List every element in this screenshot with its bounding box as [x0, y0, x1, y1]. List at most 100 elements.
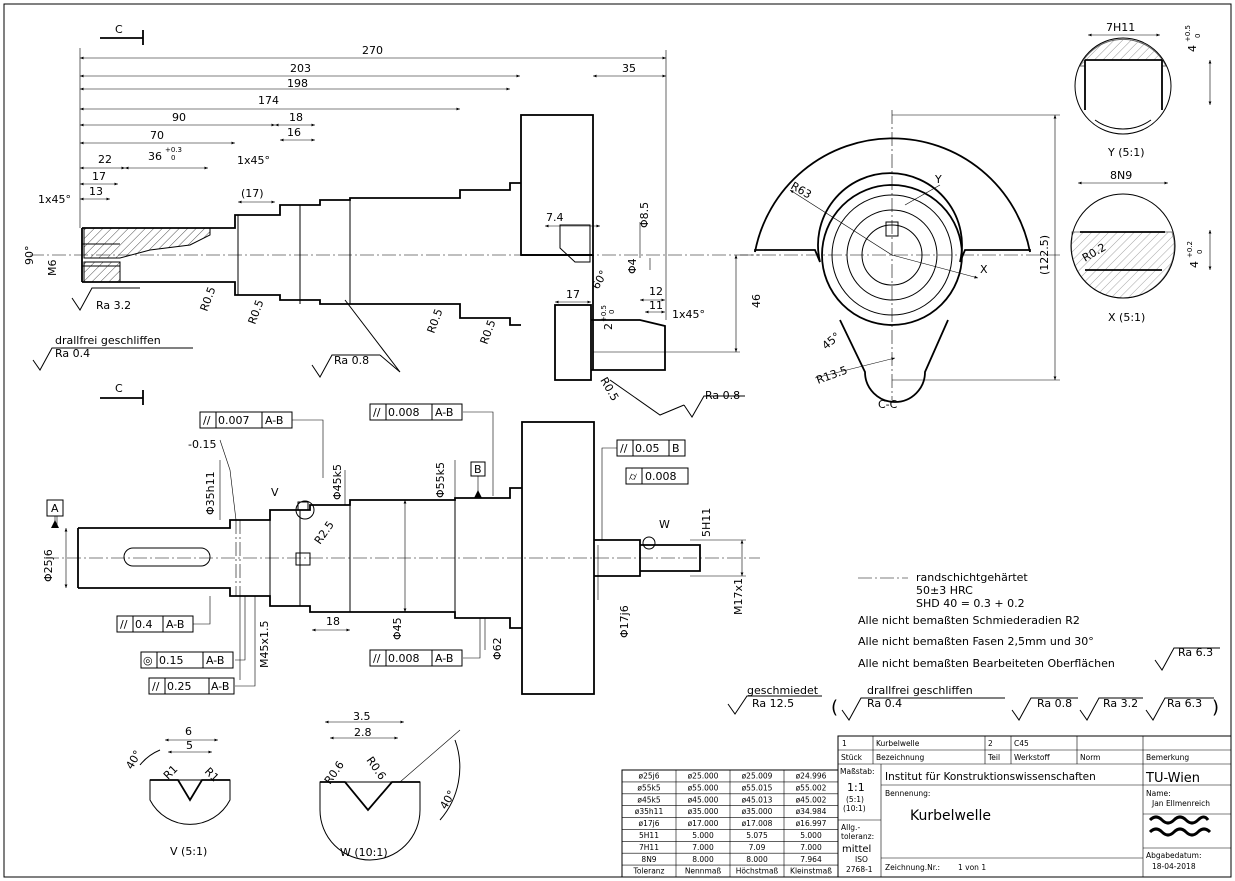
radius-r63: R63 — [789, 179, 814, 201]
dim-thread-m17x1: M17x1 — [732, 578, 745, 615]
tb-bezeichnung-value: Kurbelwelle — [876, 739, 920, 748]
tb-abgabedatum-value: 18-04-2018 — [1152, 862, 1196, 871]
tb-bezeichnung-label: Bezeichnung — [876, 753, 925, 762]
tb-bemerkung-label: Bemerkung — [1146, 753, 1189, 762]
fcf-datum-ab-1: A-B — [265, 414, 283, 427]
tol-table-cell: ø45.013 — [742, 795, 773, 804]
dim-x-tol-upper: +0.2 — [1186, 241, 1194, 258]
tol-table-cell: ø17.000 — [688, 819, 719, 828]
dim-46: 46 — [750, 294, 763, 308]
note-randschichtgehaertet: randschichtgehärtet — [916, 571, 1028, 584]
tol-table-cell: ø17j6 — [639, 819, 660, 828]
detail-title-w: W (10:1) — [340, 846, 388, 859]
dim-22: 22 — [98, 153, 112, 166]
parallel-symbol-2: // — [373, 406, 381, 419]
dim-174: 174 — [258, 94, 279, 107]
note-fasen: Alle nicht bemaßten Fasen 2,5mm und 30° — [858, 635, 1094, 648]
dim-90: 90 — [172, 111, 186, 124]
bottom-shaft-view — [45, 421, 760, 695]
radius-r05-b: R0.5 — [246, 298, 267, 326]
dim-8n9: 8N9 — [1110, 169, 1132, 182]
roughness-symbols-bottom — [727, 647, 1220, 721]
tol-table-cell: 7.000 — [692, 843, 714, 852]
detail-label-v: V — [271, 486, 279, 499]
dim-phi-4: Φ4 — [626, 258, 639, 274]
detail-label-x: X — [980, 263, 988, 276]
parallel-symbol-4: // — [120, 618, 128, 631]
tb-abgabedatum-label: Abgabedatum: — [1146, 851, 1202, 860]
note-schmiederadien: Alle nicht bemaßten Schmiederadien R2 — [858, 614, 1080, 627]
tol-table-cell: ø55.000 — [688, 783, 719, 792]
dim-36-tol-upper: +0.3 — [165, 146, 182, 154]
section-c-c-view — [740, 110, 1060, 403]
tol-table-cell: 7H11 — [639, 843, 659, 852]
detail-title-v: V (5:1) — [170, 845, 207, 858]
dim-w-angle-40: 40° — [437, 788, 458, 811]
bottom-dimension-lines — [51, 411, 746, 687]
tb-werkstoff-value: C45 — [1014, 739, 1029, 748]
fcf-datum-ab-2: A-B — [435, 406, 453, 419]
tb-tu-wien: TU-Wien — [1145, 771, 1200, 786]
feature-control-frames — [46, 403, 689, 695]
dim-chamfer-1x45: 1x45° — [38, 193, 71, 206]
tol-table-cell: ø25.000 — [688, 772, 719, 781]
crank-web-front — [521, 421, 595, 695]
tol-table-cell: ø55.015 — [742, 783, 773, 792]
detail-x-view — [1070, 181, 1212, 299]
dim-122-5: (122.5) — [1038, 235, 1051, 275]
dim-thread-m45x1-5: M45x1.5 — [258, 621, 271, 669]
dim-36-tol-lower: 0 — [171, 154, 175, 162]
tol-table-cell: ø24.996 — [796, 772, 827, 781]
dim-v-5: 5 — [186, 739, 193, 752]
dim-v-angle-40: 40° — [123, 748, 144, 771]
dim-v-6: 6 — [185, 725, 192, 738]
tb-scale-10-1: (10:1) — [843, 804, 866, 813]
parallel-symbol-5: // — [373, 652, 381, 665]
tb-scale-5-1: (5:1) — [846, 795, 864, 804]
fcf-tol-0-05: 0.05 — [635, 442, 660, 455]
tol-table-header: Kleinstmaß — [790, 867, 832, 876]
note-paren-right: ) — [1212, 697, 1219, 718]
tb-norm-label: Norm — [1080, 753, 1100, 762]
tol-table-cell: ø55.002 — [796, 783, 827, 792]
keyway-front — [123, 547, 211, 567]
tol-table-cell: ø16.997 — [796, 819, 827, 828]
crank-pin-top — [554, 304, 592, 381]
note-oberflaechen: Alle nicht bemaßten Bearbeiteten Oberflä… — [858, 657, 1115, 670]
fcf-datum-ab-5: A-B — [435, 652, 453, 665]
note-drallfrei-geschliffen: drallfrei geschliffen — [55, 334, 161, 347]
dim-w-3-5: 3.5 — [353, 710, 371, 723]
tol-table-cell: 8.000 — [746, 855, 768, 864]
note-paren-left: ( — [831, 697, 838, 718]
dim-2: 2 — [602, 323, 615, 330]
tb-institut: Institut für Konstruktionswissenschaften — [885, 771, 1096, 783]
radius-w-r0-6-b: R0.6 — [364, 754, 389, 782]
tol-table-cell: 7.964 — [800, 855, 822, 864]
tb-iso: ISO — [855, 855, 868, 864]
radius-r05-c: R0.5 — [425, 307, 446, 335]
tol-table-cell: ø35.000 — [688, 807, 719, 816]
dim-35: 35 — [622, 62, 636, 75]
dim-minus-0-15: -0.15 — [188, 438, 216, 451]
fcf-tol-0-008-b: 0.008 — [388, 652, 420, 665]
tb-name-label: Name: — [1146, 789, 1171, 798]
datum-b: B — [474, 463, 482, 476]
roughness-ra-3-2: Ra 3.2 — [96, 299, 131, 312]
dim-x-4: 4 — [1188, 261, 1201, 268]
note-ra-0-8-c: Ra 0.8 — [1037, 697, 1072, 710]
tb-toleranz-label: toleranz: — [841, 832, 874, 841]
tol-table-cell: 5H11 — [639, 831, 659, 840]
note-hrc: 50±3 HRC — [916, 584, 973, 597]
tol-table-header: Höchstmaß — [736, 867, 779, 876]
dim-70: 70 — [150, 129, 164, 142]
fcf-tol-0-007: 0.007 — [218, 414, 250, 427]
radius-r13-5: R13.5 — [815, 364, 850, 387]
dim-angle-90: 90° — [23, 246, 36, 266]
tb-scale-1-1: 1:1 — [847, 781, 865, 794]
tb-stueck-label: Stück — [841, 753, 863, 762]
tol-table-cell: ø45k5 — [637, 795, 660, 804]
tol-table-cell: ø35h11 — [635, 807, 664, 816]
tol-table-cell: 5.000 — [800, 831, 822, 840]
fcf-tol-0-4: 0.4 — [135, 618, 153, 631]
